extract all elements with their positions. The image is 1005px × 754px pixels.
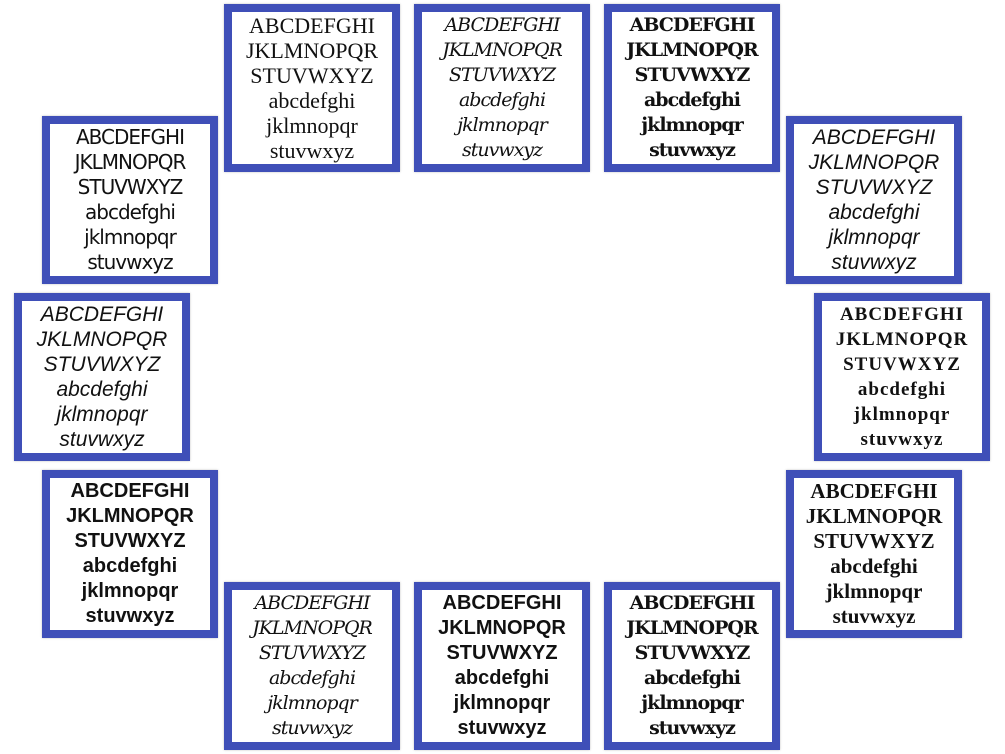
sample-line: stuvwxyz bbox=[831, 251, 917, 274]
sample-line: abcdefghi bbox=[643, 667, 741, 689]
font-card-script-light: ABCDEFGHI JKLMNOPQR STUVWXYZ abcdefghi jklmn… bbox=[224, 582, 400, 750]
sample-line: stuvwxyz bbox=[59, 428, 145, 451]
sample-line: abcdefghi bbox=[643, 89, 741, 111]
sample-line: jklmnopqr bbox=[828, 226, 920, 249]
sample-line: jklmnopqr bbox=[84, 225, 177, 249]
sample-line: JKLMNOPQR bbox=[626, 617, 758, 639]
sample-line: ABCDEFGHI bbox=[254, 592, 370, 614]
sample-line: abcdefghi bbox=[56, 378, 148, 401]
sample-line: ABCDEFGHI bbox=[812, 126, 936, 149]
sample-line: ABCDEFGHI bbox=[444, 14, 560, 36]
sample-line: abcdefghi bbox=[85, 200, 176, 224]
sample-line: jklmnopqr bbox=[641, 114, 743, 136]
sample-line: abcdefghi bbox=[268, 88, 356, 113]
sample-line: JKLMNOPQR bbox=[442, 39, 563, 61]
sample-line: jklmnopqr bbox=[56, 403, 148, 426]
sample-line: ABCDEFGHI bbox=[40, 303, 164, 326]
sample-line: stuvwxyz bbox=[87, 250, 173, 274]
sample-line: abcdefghi bbox=[268, 667, 356, 689]
sample-line: STUVWXYZ bbox=[258, 642, 366, 664]
sample-line: jklmnopqr bbox=[641, 692, 743, 714]
sample-line: STUVWXYZ bbox=[448, 64, 556, 86]
font-card-stencil-serif: ABCDEFGHI JKLMNOPQR STUVWXYZ abcdefghi jklmn… bbox=[814, 293, 990, 461]
font-card-sans-bold: ABCDEFGHI JKLMNOPQR STUVWXYZ abcdefghi jklmn… bbox=[42, 470, 218, 638]
sample-line: STUVWXYZ bbox=[815, 176, 933, 199]
sample-line: JKLMNOPQR bbox=[808, 151, 940, 174]
sample-line: ABCDEFGHI bbox=[70, 480, 190, 502]
sample-line: JKLMNOPQR bbox=[626, 39, 758, 61]
sample-line: ABCDEFGHI bbox=[442, 592, 562, 614]
font-card-script-top: ABCDEFGHI JKLMNOPQR STUVWXYZ abcdefghi jklmn… bbox=[414, 4, 590, 172]
sample-line: STUVWXYZ bbox=[43, 353, 161, 376]
sample-line: STUVWXYZ bbox=[250, 63, 374, 88]
sample-line: stuvwxyz bbox=[649, 139, 736, 161]
sample-line: stuvwxyz bbox=[860, 429, 944, 450]
sample-line: JKLMNOPQR bbox=[835, 329, 969, 350]
sample-line: ABCDEFGHI bbox=[629, 592, 756, 614]
sample-line: abcdefghi bbox=[458, 89, 546, 111]
sample-line: STUVWXYZ bbox=[634, 642, 751, 664]
sample-line: JKLMNOPQR bbox=[245, 38, 379, 63]
sample-line: stuvwxyz bbox=[457, 717, 547, 739]
sample-line: abcdefghi bbox=[830, 554, 918, 578]
sample-line: jklmnopqr bbox=[267, 692, 358, 714]
sample-line: JKLMNOPQR bbox=[252, 617, 373, 639]
font-card-stencil-sans: ABCDEFGHI JKLMNOPQR STUVWXYZ abcdefghi jklmn… bbox=[414, 582, 590, 750]
sample-line: jklmnopqr bbox=[457, 114, 548, 136]
sample-line: ABCDEFGHI bbox=[629, 14, 756, 36]
sample-line: abcdefghi bbox=[828, 201, 920, 224]
sample-line: STUVWXYZ bbox=[843, 354, 961, 375]
sample-line: stuvwxyz bbox=[271, 717, 353, 739]
sample-line: jklmnopqr bbox=[81, 580, 179, 602]
sample-line: JKLMNOPQR bbox=[66, 505, 194, 527]
sample-line: stuvwxyz bbox=[269, 138, 355, 163]
sample-line: JKLMNOPQR bbox=[805, 504, 943, 528]
sample-line: ABCDEFGHI bbox=[810, 479, 938, 503]
sample-line: ABCDEFGHI bbox=[76, 125, 185, 149]
font-card-rounded-serif: ABCDEFGHI JKLMNOPQR STUVWXYZ abcdefghi jklmn… bbox=[604, 582, 780, 750]
sample-line: STUVWXYZ bbox=[74, 530, 186, 552]
sample-line: abcdefghi bbox=[82, 555, 178, 577]
sample-line: ABCDEFGHI bbox=[249, 13, 375, 38]
sample-line: jklmnopqr bbox=[453, 692, 551, 714]
sample-line: jklmnopqr bbox=[825, 579, 923, 603]
sample-line: JKLMNOPQR bbox=[36, 328, 168, 351]
sample-line: jklmnopqr bbox=[853, 404, 951, 425]
sample-line: JKLMNOPQR bbox=[74, 150, 187, 174]
sample-line: jklmnopqr bbox=[266, 113, 358, 138]
font-card-slab-bold: ABCDEFGHI JKLMNOPQR STUVWXYZ abcdefghi jklmn… bbox=[604, 4, 780, 172]
sample-line: STUVWXYZ bbox=[77, 175, 184, 199]
sample-line: abcdefghi bbox=[454, 667, 550, 689]
sample-line: stuvwxyz bbox=[461, 139, 543, 161]
sample-line: stuvwxyz bbox=[832, 604, 916, 628]
sample-line: STUVWXYZ bbox=[446, 642, 558, 664]
sample-line: STUVWXYZ bbox=[634, 64, 751, 86]
sample-line: JKLMNOPQR bbox=[438, 617, 566, 639]
sample-line: abcdefghi bbox=[857, 379, 947, 400]
sample-line: ABCDEFGHI bbox=[839, 304, 965, 325]
sample-line: STUVWXYZ bbox=[813, 529, 935, 553]
sample-line: stuvwxyz bbox=[85, 605, 175, 627]
sample-line: stuvwxyz bbox=[649, 717, 736, 739]
